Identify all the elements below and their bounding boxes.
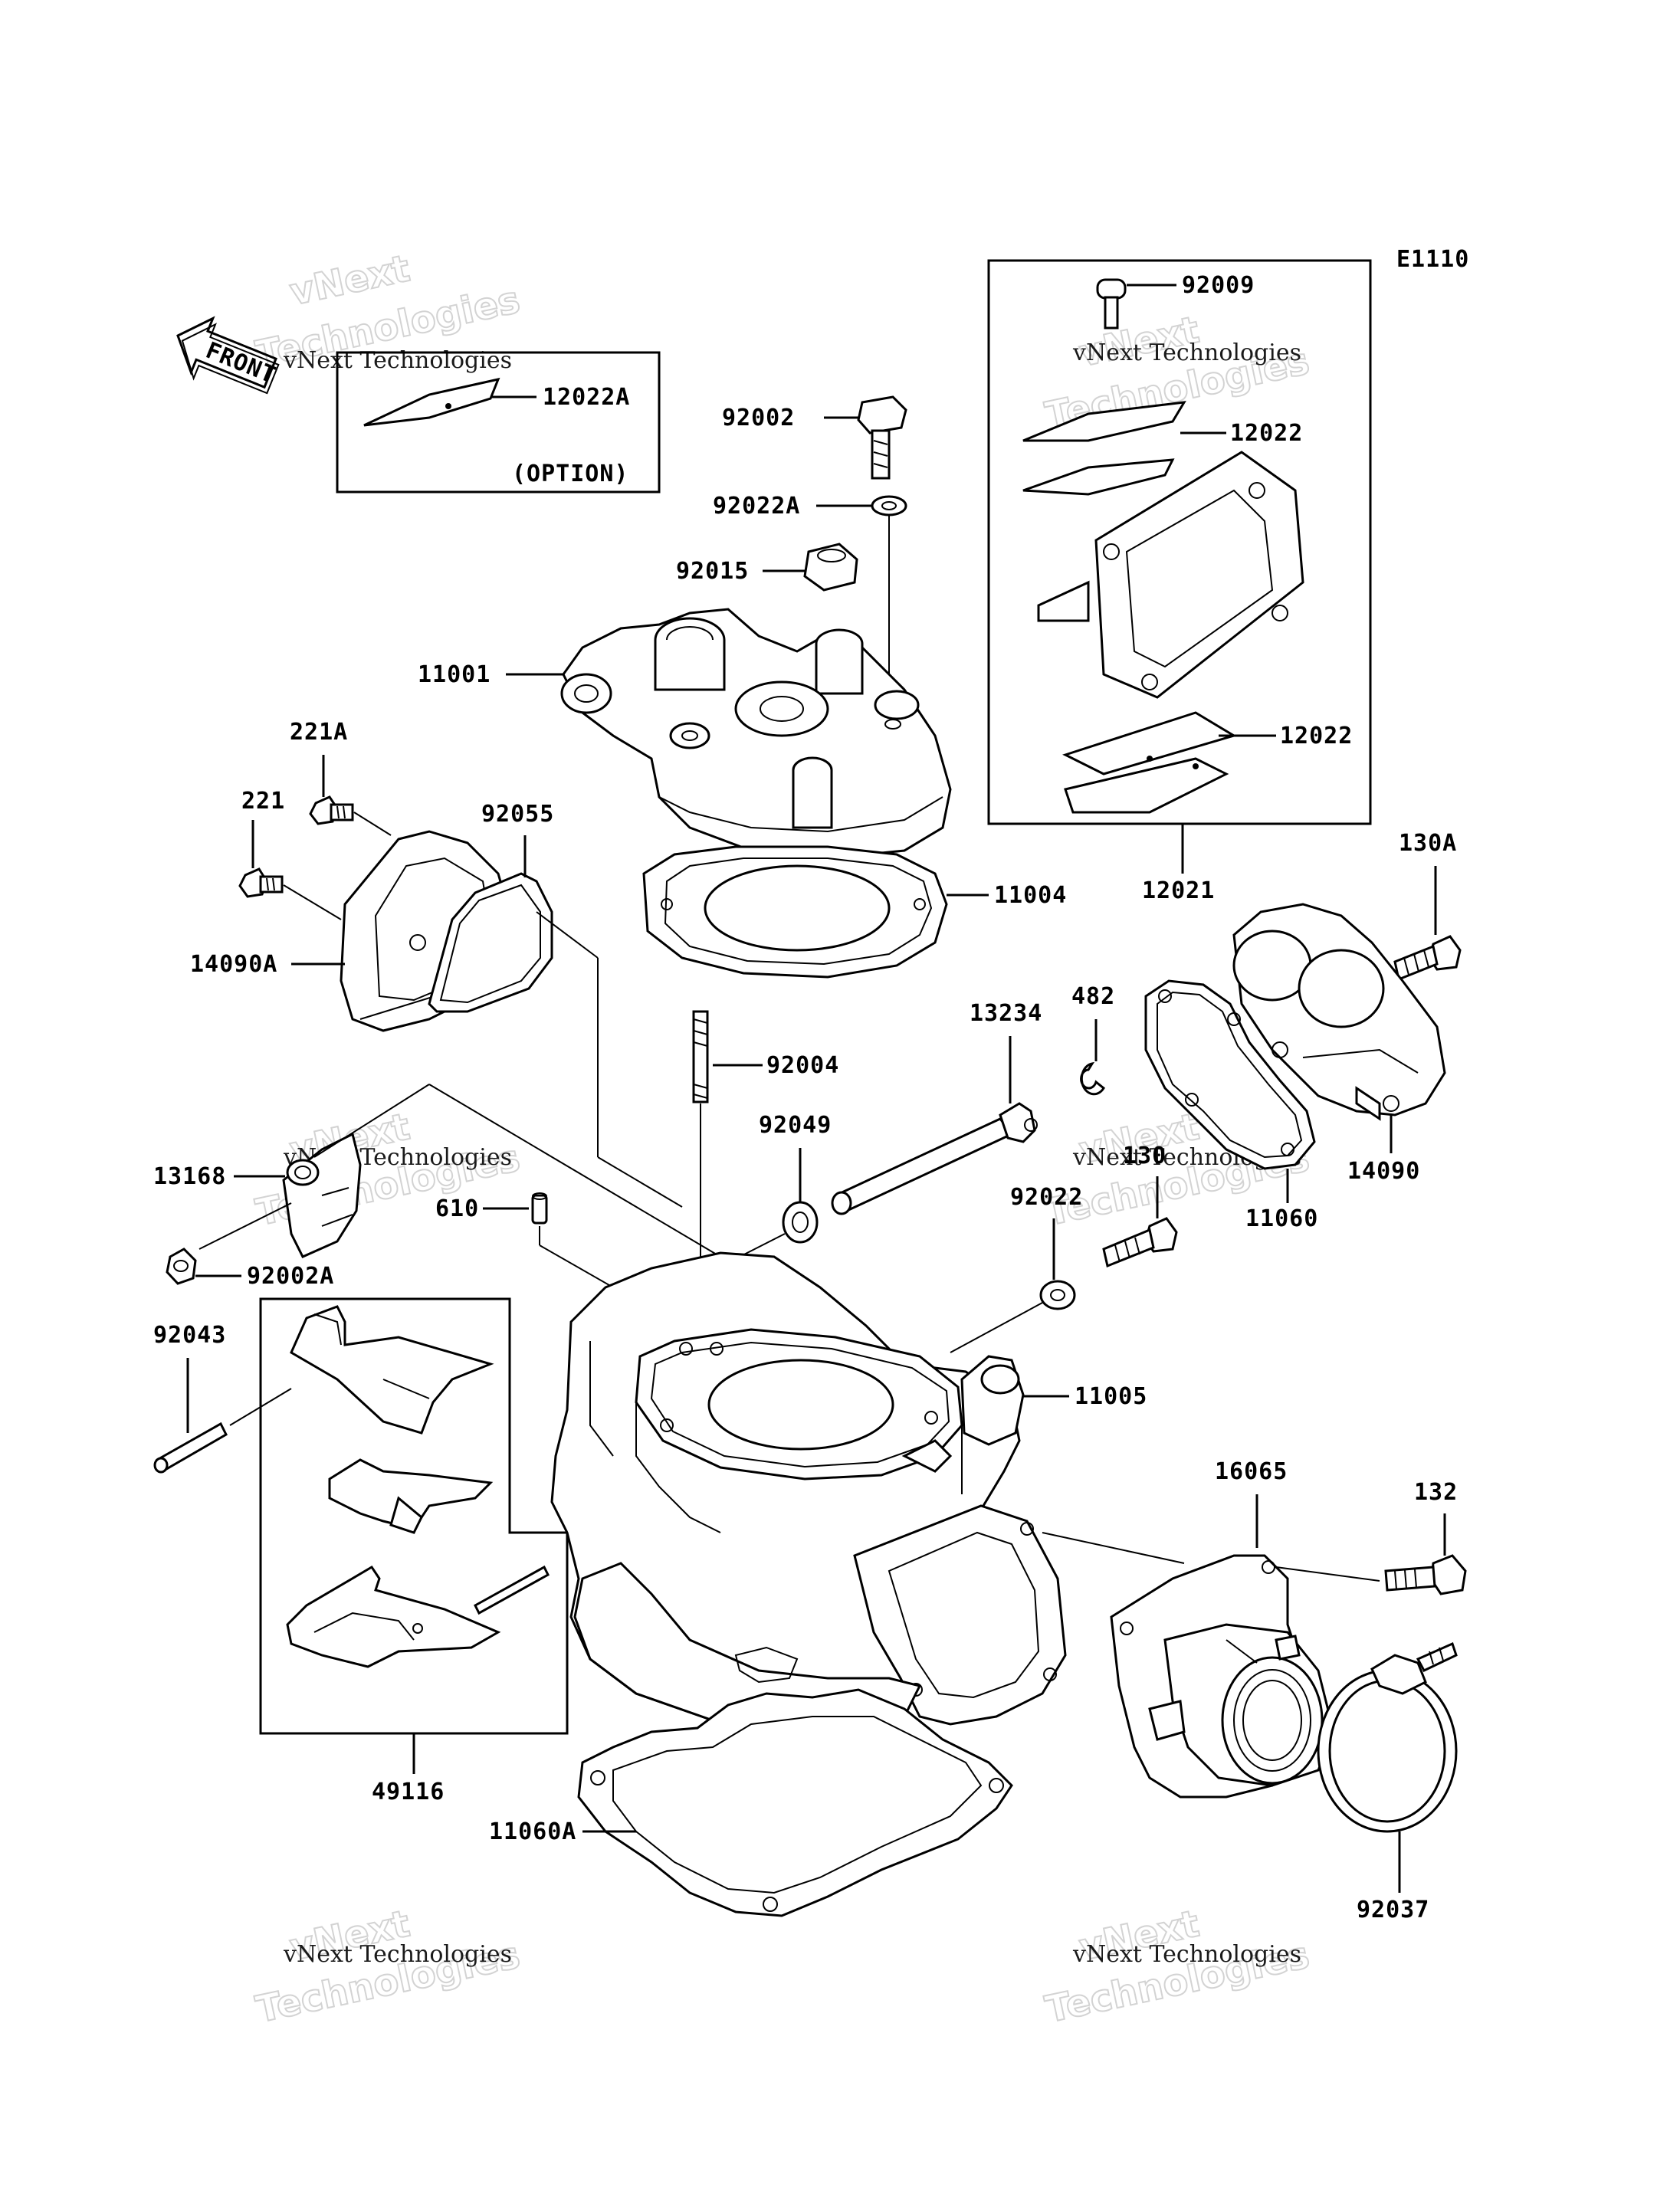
watermark-text: vNext Technologies (283, 1941, 512, 1968)
base-gasket-11060A (577, 1688, 1013, 1917)
stud-92004 (692, 1010, 709, 1103)
watermark-text: vNext Technologies (283, 347, 512, 374)
bolt-132 (1384, 1554, 1467, 1595)
gasket-92055 (428, 872, 553, 1013)
bolt-92002A (166, 1248, 197, 1285)
dowel-pin-610 (531, 1192, 548, 1225)
part-label-221A[interactable]: 221A (290, 719, 348, 746)
bracket-13168 (282, 1132, 362, 1258)
diagram-code: E1110 (1396, 246, 1469, 273)
part-label-11005[interactable]: 11005 (1075, 1383, 1147, 1410)
reed-petal-option (363, 377, 500, 427)
reed-stopper-plate (1022, 401, 1186, 442)
washer-92022A (871, 495, 907, 516)
intake-manifold-16065 (1110, 1554, 1335, 1799)
part-label-12022-mid[interactable]: 12022 (1280, 723, 1353, 749)
part-label-92009[interactable]: 92009 (1182, 272, 1255, 299)
screw-92009 (1096, 278, 1127, 330)
part-label-92037[interactable]: 92037 (1357, 1897, 1429, 1923)
washer-92049 (782, 1201, 819, 1244)
part-label-12022A[interactable]: 12022A (543, 384, 630, 411)
bolt-130A (1393, 935, 1462, 982)
shaft-13234 (831, 1102, 1038, 1215)
power-valve-kit-box (259, 1297, 569, 1735)
part-label-92022[interactable]: 92022 (1010, 1184, 1083, 1211)
part-label-92043[interactable]: 92043 (153, 1322, 226, 1349)
gasket-11060 (1144, 979, 1316, 1170)
part-label-14090[interactable]: 14090 (1347, 1158, 1420, 1185)
part-label-92002[interactable]: 92002 (722, 405, 795, 431)
bolt-130 (1102, 1217, 1178, 1268)
cylinder-11005 (550, 1251, 1067, 1730)
part-label-12021[interactable]: 12021 (1142, 877, 1215, 904)
part-label-16065[interactable]: 16065 (1215, 1458, 1288, 1485)
bolt-92002 (857, 395, 907, 480)
part-label-92004[interactable]: 92004 (766, 1052, 839, 1079)
nut-92015 (803, 543, 858, 592)
part-label-132[interactable]: 132 (1414, 1479, 1458, 1506)
cylinder-head-11001 (560, 608, 952, 860)
option-box: 12022A (OPTION) (336, 351, 661, 494)
part-label-92055[interactable]: 92055 (481, 801, 554, 828)
part-label-11060[interactable]: 11060 (1245, 1205, 1318, 1232)
part-label-13168[interactable]: 13168 (153, 1163, 226, 1190)
part-label-11004[interactable]: 11004 (994, 882, 1067, 909)
part-label-92002A[interactable]: 92002A (247, 1263, 334, 1290)
reed-block (1094, 451, 1304, 699)
part-label-130A[interactable]: 130A (1399, 830, 1457, 857)
part-label-482[interactable]: 482 (1071, 983, 1115, 1010)
part-label-11060A[interactable]: 11060A (489, 1818, 576, 1845)
part-label-92049[interactable]: 92049 (759, 1112, 832, 1139)
part-label-14090A[interactable]: 14090A (190, 951, 277, 978)
bolt-221A (309, 795, 354, 825)
part-label-11001[interactable]: 11001 (418, 661, 491, 688)
pin-92043 (153, 1421, 228, 1474)
circlip-482 (1080, 1061, 1105, 1096)
reed-petal (1022, 458, 1175, 496)
part-label-610[interactable]: 610 (435, 1195, 479, 1222)
head-gasket-11004 (642, 845, 948, 979)
option-label: (OPTION) (512, 461, 629, 487)
water-pump-cover-14090 (1232, 903, 1446, 1121)
hose-clamp-92037 (1317, 1641, 1458, 1833)
washer-92022 (1039, 1280, 1076, 1310)
part-label-92015[interactable]: 92015 (676, 558, 749, 585)
part-label-221[interactable]: 221 (241, 788, 285, 815)
part-label-92022A[interactable]: 92022A (713, 493, 800, 520)
part-label-130[interactable]: 130 (1123, 1143, 1166, 1169)
watermark-text: vNext Technologies (1072, 1941, 1301, 1968)
reed-valve-kit-box: 92009 12022 12022 12021 (987, 259, 1372, 904)
bolt-221 (238, 867, 284, 898)
part-label-12022-top[interactable]: 12022 (1230, 420, 1303, 447)
part-label-13234[interactable]: 13234 (970, 1000, 1042, 1027)
watermark-text: vNext Technologies (1072, 339, 1301, 366)
part-label-49116[interactable]: 49116 (372, 1779, 445, 1805)
